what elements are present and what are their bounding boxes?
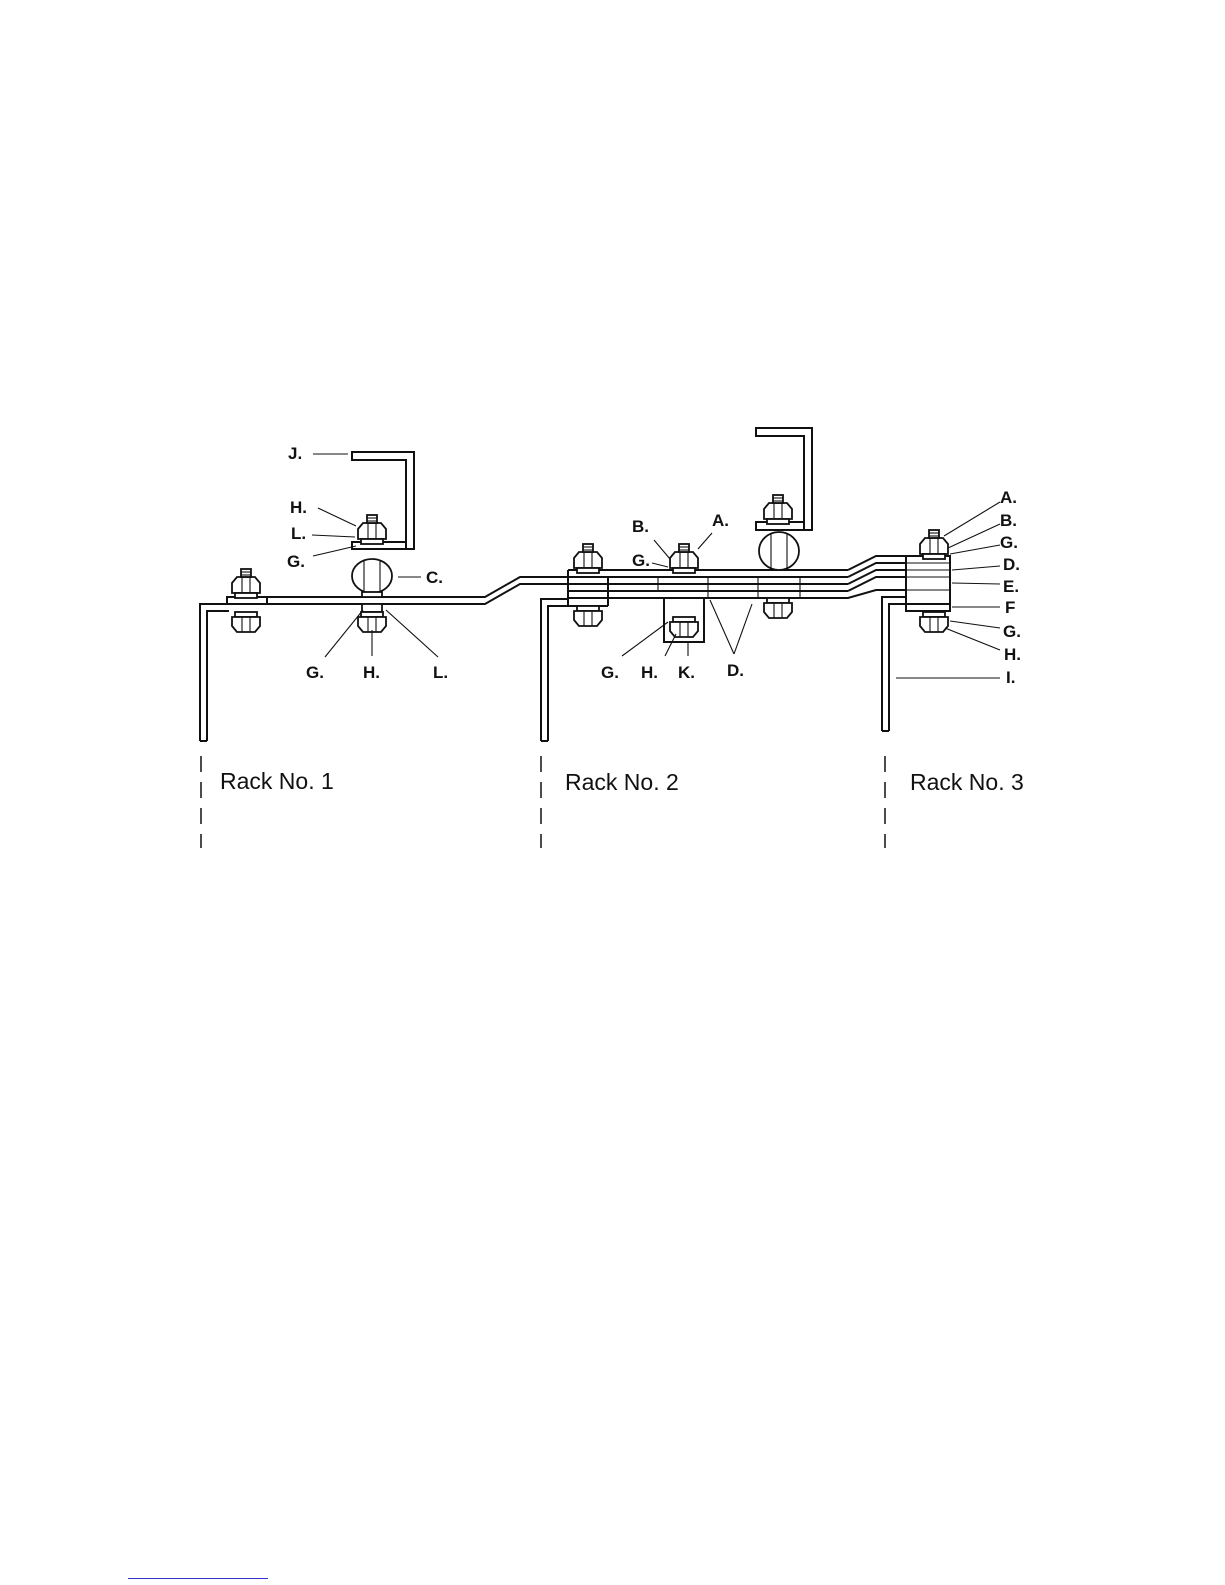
label-g-bottom-rack2: G. — [601, 663, 619, 682]
rack-1-left-bolt — [232, 569, 260, 632]
label-g-top-rack3: G. — [1000, 533, 1018, 552]
leader-lines — [312, 454, 1000, 678]
rack-3-label: Rack No. 3 — [910, 769, 1024, 795]
label-a-rack2: A. — [712, 511, 729, 530]
label-d-rack3: D. — [1003, 555, 1020, 574]
footer-link-underline[interactable] — [128, 1578, 268, 1579]
rack-1-structure — [200, 577, 568, 741]
label-d-rack2: D. — [727, 661, 744, 680]
label-i-rack3: I. — [1006, 668, 1015, 687]
label-l-top-rack1: L. — [291, 524, 306, 543]
label-f-rack3: F — [1005, 598, 1015, 617]
rack-3-bolt — [920, 530, 948, 632]
label-g-bottom-rack3: G. — [1003, 622, 1021, 641]
label-h-top-rack1: H. — [290, 498, 307, 517]
rack-3-structure — [882, 556, 950, 731]
label-h-bottom-rack1: H. — [363, 663, 380, 682]
label-a-rack3: A. — [1000, 488, 1017, 507]
label-e-rack3: E. — [1003, 577, 1019, 596]
rack-2-structure — [541, 556, 906, 741]
label-j-rack1: J. — [288, 444, 302, 463]
label-l-bottom-rack1: L. — [433, 663, 448, 682]
label-b-rack3: B. — [1000, 511, 1017, 530]
rack-2-insulator-assembly — [756, 428, 812, 618]
rack-2-label: Rack No. 2 — [565, 769, 679, 795]
label-k-rack2: K. — [678, 663, 695, 682]
label-g-rack2: G. — [632, 551, 650, 570]
label-g-bottom-rack1: G. — [306, 663, 324, 682]
label-b-rack2: B. — [632, 517, 649, 536]
label-c-rack1: C. — [426, 568, 443, 587]
label-h-rack3: H. — [1004, 645, 1021, 664]
label-h-bottom-rack2: H. — [641, 663, 658, 682]
rack-1-label: Rack No. 1 — [220, 768, 334, 794]
label-g-top-rack1: G. — [287, 552, 305, 571]
